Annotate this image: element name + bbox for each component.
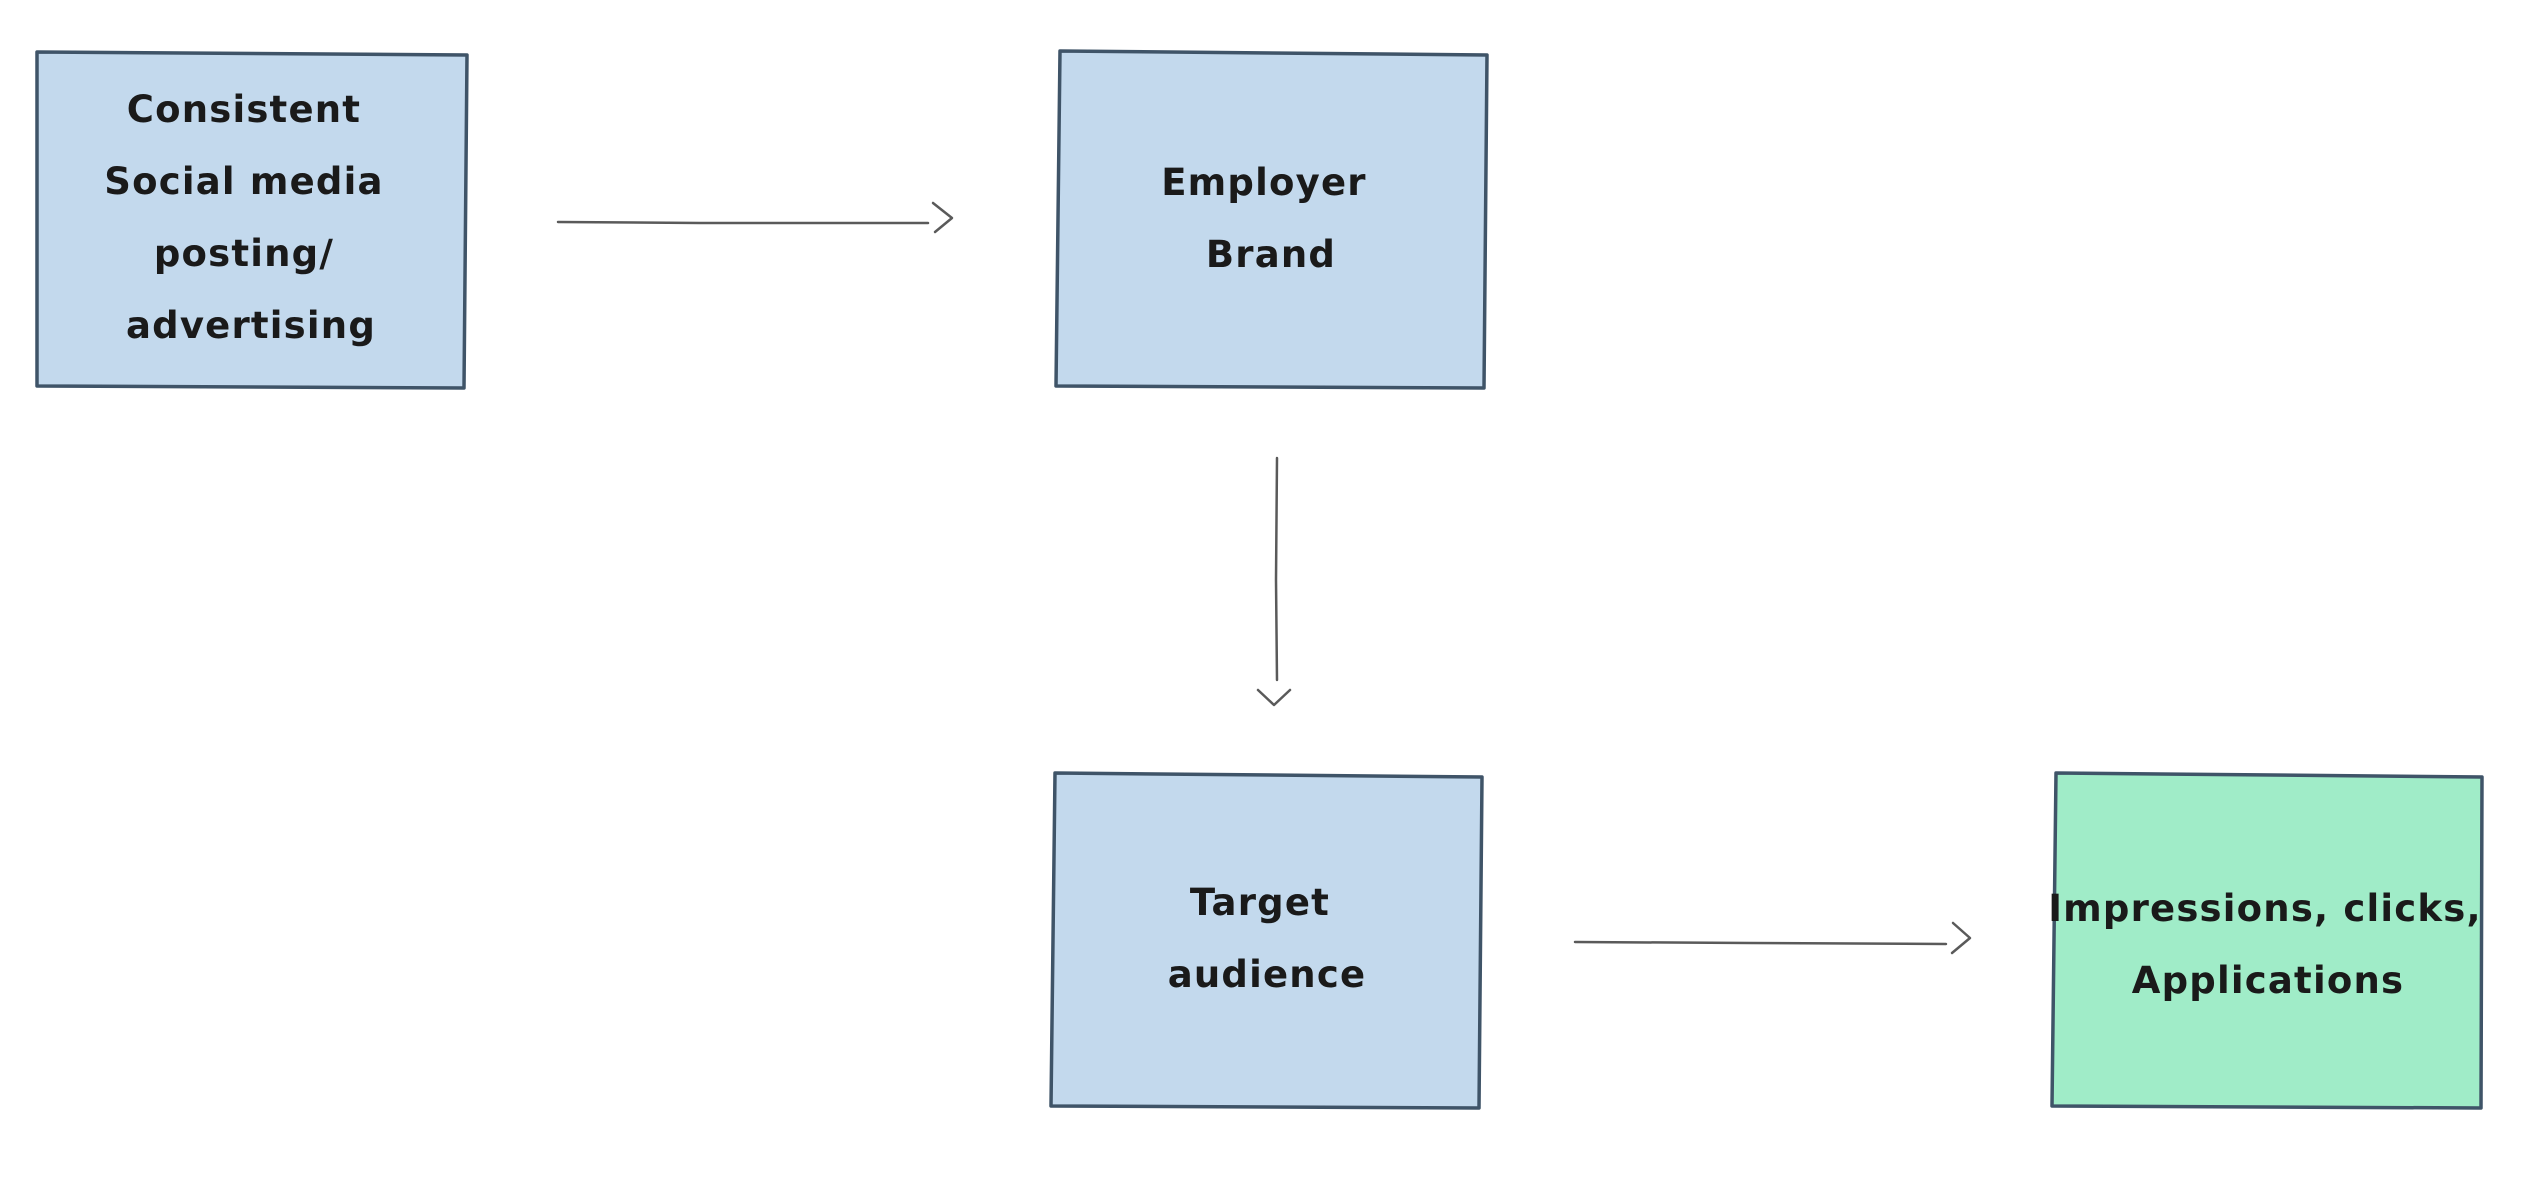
node-impressions-line-2: Applications [2132, 959, 2404, 1002]
edge-posting-to-brand-line [556, 220, 930, 225]
node-impressions-label: Impressions, clicks, Applications [2048, 887, 2496, 1002]
node-target-audience-line-1: Target [1190, 881, 1330, 924]
edge-audience-to-impressions-line [1573, 940, 1948, 946]
edge-posting-to-brand-arrowhead [931, 201, 954, 234]
node-employer-brand: Employer Brand [1054, 49, 1489, 390]
edge-posting-to-brand [556, 201, 954, 234]
node-target-audience: Target audience [1049, 771, 1484, 1110]
node-consistent-posting-box [35, 50, 469, 390]
node-employer-brand-label: Employer Brand [1161, 161, 1381, 276]
node-impressions-line-1: Impressions, clicks, [2048, 887, 2482, 930]
edge-brand-to-audience-line [1274, 456, 1279, 682]
node-consistent-posting-line-2: Social media [104, 160, 383, 203]
node-impressions: Impressions, clicks, Applications [2048, 771, 2496, 1110]
edge-brand-to-audience-arrowhead [1256, 688, 1292, 707]
node-employer-brand-box [1054, 49, 1489, 390]
node-consistent-posting-line-4: advertising [126, 304, 376, 347]
node-consistent-posting-line-1: Consistent [127, 88, 361, 131]
node-consistent-posting-label: Consistent Social media posting/ adverti… [104, 88, 398, 347]
node-consistent-posting: Consistent Social media posting/ adverti… [35, 50, 469, 390]
edge-brand-to-audience [1256, 456, 1292, 707]
node-employer-brand-line-1: Employer [1161, 161, 1366, 204]
node-target-audience-line-2: audience [1168, 953, 1367, 996]
node-target-audience-box [1049, 771, 1484, 1110]
node-consistent-posting-line-3: posting/ [154, 232, 334, 275]
edge-audience-to-impressions-arrowhead [1950, 921, 1972, 955]
node-target-audience-label: Target audience [1168, 881, 1367, 996]
node-impressions-box [2050, 771, 2484, 1110]
node-employer-brand-line-2: Brand [1206, 233, 1336, 276]
edge-audience-to-impressions [1573, 921, 1972, 955]
